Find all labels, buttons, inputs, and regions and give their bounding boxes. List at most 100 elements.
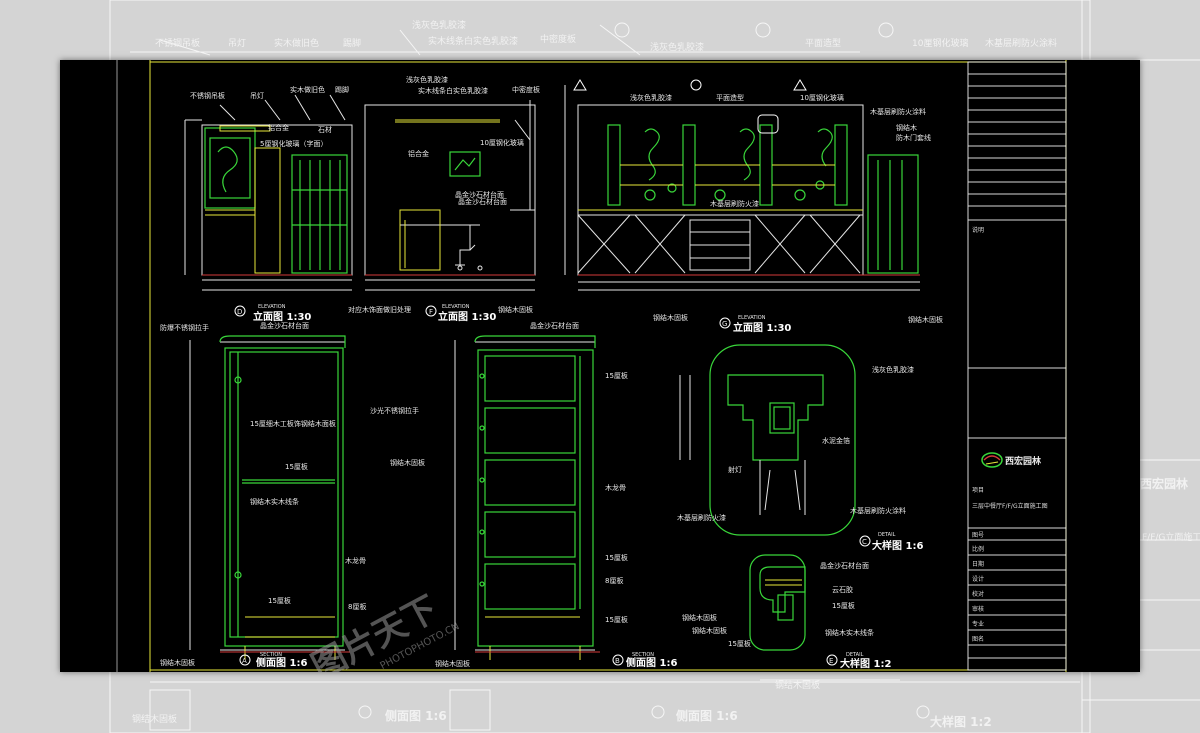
label: 晶金沙石材台面 — [260, 321, 309, 330]
label: 木基层刷防火漆 — [677, 513, 726, 522]
marker-letter: B — [615, 657, 620, 665]
label: 云石胶 — [832, 585, 853, 594]
label: 晶金沙石材台面 — [455, 190, 504, 199]
bg-label: 10厘钢化玻璃 — [912, 37, 968, 49]
tb-row: 比例 — [972, 545, 984, 553]
detail-2: 晶金沙石材台面 云石胶 15厘板 钢结木固板 钢结木固板 钢结木实木线条 15厘… — [682, 554, 891, 670]
caption-small: ELEVATION — [258, 304, 286, 310]
marker-letter: E — [829, 657, 833, 665]
label: 钢结木固板 — [435, 659, 470, 668]
label: 15厘板 — [605, 371, 628, 380]
notes-label: 说明 — [972, 226, 984, 234]
label: 浅灰色乳胶漆 — [872, 365, 914, 374]
marker-letter: D — [237, 308, 242, 316]
detail-1: 浅灰色乳胶漆 水泥金箔 射灯 木基层刷防火漆 木基层刷防火涂料 C DETAIL… — [677, 344, 923, 552]
label: 踢脚 — [335, 85, 349, 94]
label: 钢结木固板 — [498, 305, 533, 314]
company-name: 西宏园林 — [1005, 455, 1042, 467]
cad-sheet: 不锈钢吊板 吊灯 实木做旧色 踢脚 铝合金 石材 5厘钢化玻璃（字面） D EL… — [60, 60, 1140, 672]
label: 实木线条白实色乳胶漆 — [418, 86, 488, 95]
label: 钢结木 — [896, 123, 917, 132]
label: 木基层刷防火涂料 — [850, 506, 906, 515]
elevation-1: 不锈钢吊板 吊灯 实木做旧色 踢脚 铝合金 石材 5厘钢化玻璃（字面） D EL… — [184, 85, 353, 323]
bg-label: 钢结木固板 — [775, 679, 820, 691]
label: 15厘细木工板饰钢结木面板 — [250, 419, 336, 428]
label: 木龙骨 — [605, 483, 626, 492]
label: 15厘板 — [832, 601, 855, 610]
label: 钢结木固板 — [682, 613, 717, 622]
label: 不锈钢吊板 — [190, 91, 225, 100]
label: 吊灯 — [250, 91, 264, 100]
label: 15厘板 — [285, 462, 308, 471]
bg-label: 实木线条白实色乳胶漆 — [428, 35, 518, 47]
label: 晶金沙石材台面 — [530, 321, 579, 330]
elevation-2: 浅灰色乳胶漆 实木线条白实色乳胶漆 中密度板 铝合金 10厘钢化玻璃 晶金沙石材… — [348, 75, 540, 323]
bg-caption: 侧面图 1:6 — [676, 708, 738, 723]
label: 中密度板 — [512, 85, 540, 94]
label: 15厘板 — [728, 639, 751, 648]
marker-letter: C — [862, 538, 867, 546]
bg-company: 西宏园林 — [1140, 476, 1188, 491]
view-caption: 立面图 1:30 — [253, 310, 311, 323]
tb-row: 日期 — [972, 560, 984, 568]
company-logo-icon — [981, 452, 1003, 468]
label: 铝合金 — [408, 149, 429, 158]
label: 石材 — [318, 125, 332, 134]
bg-title: F/F/G立面施工图 — [1142, 531, 1200, 543]
watermark-text: 图片天下 — [305, 589, 444, 672]
caption-small: ELEVATION — [442, 304, 470, 310]
label: 钢结木固板 — [653, 313, 688, 322]
label: 8厘板 — [348, 602, 366, 611]
tb-row: 审核 — [972, 605, 984, 613]
label: 铝合金 — [268, 123, 289, 132]
marker-letter: F — [429, 308, 433, 316]
section-marker-icon — [425, 305, 437, 317]
tb-row: 设计 — [972, 575, 984, 583]
elevation-3: 浅灰色乳胶漆 平面造型 10厘钢化玻璃 木基层刷防火涂料 钢结木 防木门套线 木… — [564, 79, 943, 334]
label: 木基层刷防火涂料 — [870, 107, 926, 116]
title-block: 说明 西宏园林 项目 三层中餐厅F/F/G立面施工图 图号 比例 日期 设计 校… — [967, 61, 1067, 671]
label: 钢结木固板 — [908, 315, 943, 324]
bg-label: 吊灯 — [228, 38, 246, 49]
cad-drawing: 不锈钢吊板 吊灯 实木做旧色 踢脚 铝合金 石材 5厘钢化玻璃（字面） D EL… — [116, 60, 1067, 672]
label: 钢结木固板 — [692, 626, 727, 635]
tb-row: 图号 — [972, 532, 984, 539]
label: 射灯 — [728, 465, 742, 474]
caption-small: SECTION — [632, 652, 654, 658]
label: 8厘板 — [605, 576, 623, 585]
label: 浅灰色乳胶漆 — [406, 75, 448, 84]
label: 15厘板 — [605, 553, 628, 562]
section-marker-icon — [239, 654, 251, 666]
tb-row: 图名 — [972, 635, 984, 643]
label: 15厘板 — [605, 615, 628, 624]
view-caption: 侧面图 1:6 — [256, 656, 307, 669]
caption-small: SECTION — [260, 652, 282, 658]
bg-caption: 侧面图 1:6 — [385, 708, 447, 723]
label: 平面造型 — [716, 93, 744, 102]
bg-label: 不锈钢吊板 — [155, 37, 200, 49]
section-marker-icon — [612, 654, 624, 666]
label: 沙光不锈钢拉手 — [370, 406, 419, 415]
tb-row: 校对 — [972, 590, 984, 598]
label: 15厘板 — [268, 596, 291, 605]
section-marker-icon — [234, 305, 246, 317]
view-caption: 侧面图 1:6 — [626, 656, 677, 669]
label: 5厘钢化玻璃（字面） — [260, 139, 327, 148]
label: 10厘钢化玻璃 — [480, 138, 524, 147]
section-1: 防爆不锈钢拉手 晶金沙石材台面 15厘细木工板饰钢结木面板 15厘板 钢结木实木… — [160, 321, 366, 669]
label: 钢结木实木线条 — [250, 497, 299, 506]
section-marker-icon — [859, 535, 871, 547]
view-caption: 大样图 1:2 — [840, 657, 891, 670]
view-caption: 大样图 1:6 — [872, 539, 923, 552]
caption-small: DETAIL — [846, 652, 864, 658]
label: 水泥金箔 — [822, 436, 850, 445]
project-name: 三层中餐厅F/F/G立面施工图 — [972, 502, 1048, 510]
label: 浅灰色乳胶漆 — [630, 93, 672, 102]
label: 对应木饰面做旧处理 — [348, 305, 411, 314]
label: 晶金沙石材台面 — [458, 197, 507, 206]
label: 木龙骨 — [345, 556, 366, 565]
bg-label: 木基层刷防火涂料 — [985, 37, 1057, 49]
bg-caption: 大样图 1:2 — [930, 714, 992, 729]
bg-label: 浅灰色乳胶漆 — [650, 41, 704, 53]
bg-label: 钢结木固板 — [132, 713, 177, 725]
